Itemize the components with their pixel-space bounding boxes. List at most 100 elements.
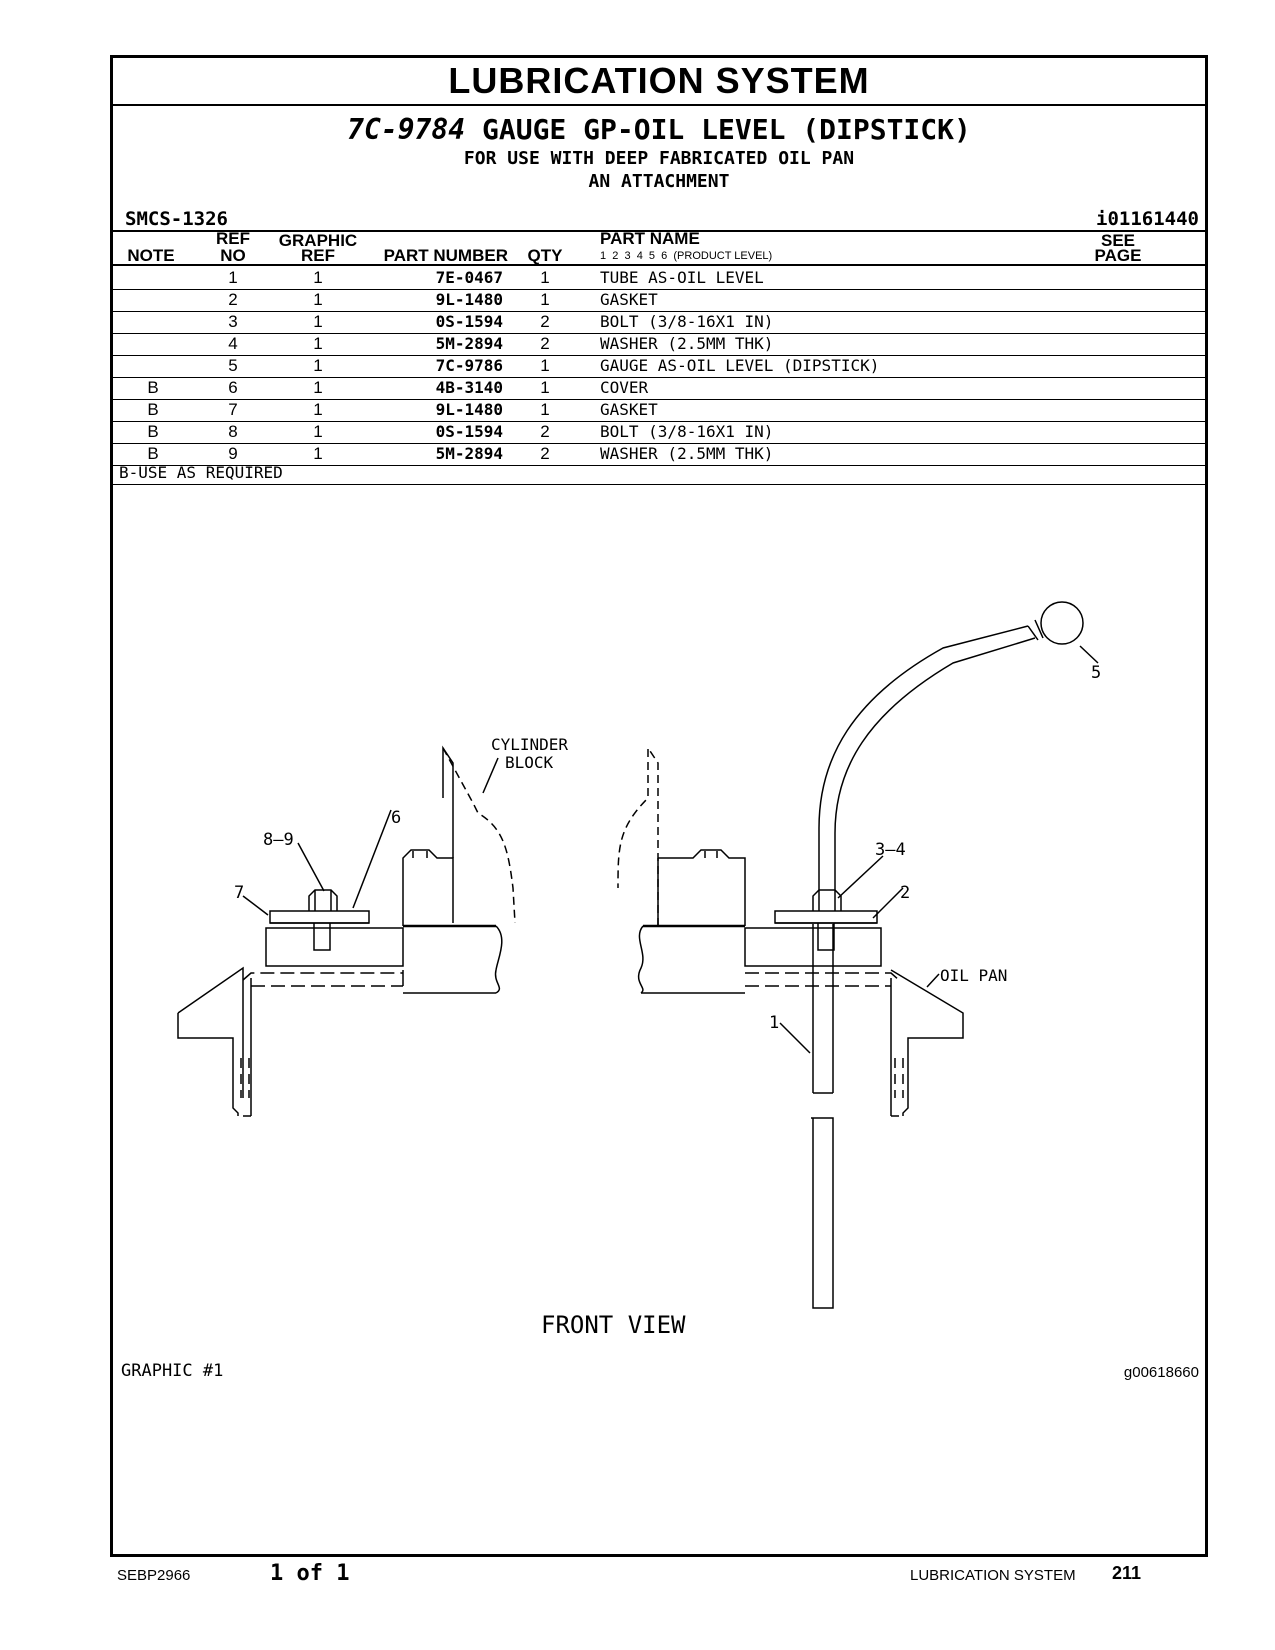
cell-graphic: 1: [313, 334, 323, 353]
dipstick-tube: [812, 924, 834, 1094]
header-ref-2: NO: [220, 246, 246, 265]
callout-1: 1: [769, 1013, 779, 1033]
left-cylinder-block: [402, 849, 454, 926]
callout-5: 5: [1091, 663, 1101, 683]
footer-page-of: 1 of 1: [270, 1561, 350, 1586]
cell-qty: 1: [540, 400, 550, 419]
left-cover-plate: [265, 927, 404, 967]
cell-graphic: 1: [313, 400, 323, 419]
cell-name: COVER: [600, 378, 649, 397]
illustration-id: i01161440: [1096, 208, 1199, 230]
cell-qty: 2: [540, 312, 550, 331]
cell-qty: 1: [540, 268, 550, 287]
table-top-rule: [113, 230, 1205, 232]
table-row: B 8 1 0S-1594 2 BOLT (3/8-16X1 IN): [113, 420, 1205, 444]
cell-ref: 6: [228, 378, 238, 397]
cell-part: 7C-9786: [435, 356, 503, 375]
right-cylinder-block: [617, 745, 659, 926]
left-bolt-head: [308, 889, 338, 911]
cell-qty: 2: [540, 444, 550, 463]
callout-6: 6: [391, 808, 401, 828]
callout-2: 2: [900, 883, 910, 903]
table-row: 5 1 7C-9786 1 GAUGE AS-OIL LEVEL (DIPSTICK): [113, 354, 1205, 378]
cell-note: B: [147, 400, 159, 419]
smcs-code: SMCS-1326: [125, 208, 228, 230]
cell-name: GASKET: [600, 400, 658, 419]
cell-qty: 1: [540, 356, 550, 375]
cell-qty: 2: [540, 334, 550, 353]
cell-part: 7E-0467: [435, 268, 503, 287]
header-see-2: PAGE: [1094, 246, 1142, 265]
cell-name: GAUGE AS-OIL LEVEL (DIPSTICK): [600, 356, 880, 375]
cell-part: 9L-1480: [435, 290, 503, 309]
left-oil-pan-flange: [177, 966, 244, 1098]
cell-name: TUBE AS-OIL LEVEL: [600, 268, 764, 287]
right-gasket: [774, 910, 878, 924]
header-qty: QTY: [527, 246, 563, 265]
cell-graphic: 1: [313, 290, 323, 309]
dipstick-handle: [1040, 601, 1084, 645]
part-title: 7C-9784 GAUGE GP-OIL LEVEL (DIPSTICK): [113, 113, 1205, 147]
table-header-rule: [113, 264, 1205, 266]
graphic-label: GRAPHIC #1: [121, 1361, 224, 1381]
cell-part: 9L-1480: [435, 400, 503, 419]
cell-graphic: 1: [313, 422, 323, 441]
label-cylinder-2: BLOCK: [505, 753, 554, 772]
table-note: B-USE AS REQUIRED: [119, 463, 283, 482]
footer-page-number: 211: [1112, 1563, 1142, 1583]
table-row: B 6 1 4B-3140 1 COVER: [113, 376, 1205, 400]
cell-ref: 5: [228, 356, 238, 375]
subtitle-attachment: AN ATTACHMENT: [588, 171, 730, 192]
header-product-level: 1 2 3 4 5 6 (PRODUCT LEVEL): [600, 250, 773, 262]
cell-ref: 8: [228, 422, 238, 441]
cell-qty: 1: [540, 378, 550, 397]
header-note: NOTE: [127, 246, 175, 265]
header-see-1: SEE: [1100, 231, 1136, 250]
header-ref-1: REF: [216, 229, 250, 248]
header-graphic-2: REF: [301, 246, 335, 265]
part-number-title: 7C-9784: [347, 113, 466, 146]
cell-name: WASHER (2.5MM THK): [600, 334, 774, 353]
section-title: LUBRICATION SYSTEM: [113, 58, 1205, 106]
footer-section: LUBRICATION SYSTEM: [910, 1567, 1076, 1584]
cell-graphic: 1: [313, 356, 323, 375]
cell-ref: 7: [228, 400, 238, 419]
callout-8-9: 8–9: [263, 830, 294, 850]
cell-qty: 1: [540, 290, 550, 309]
label-oil-pan: OIL PAN: [940, 966, 1007, 985]
cell-graphic: 1: [313, 312, 323, 331]
table-row: 2 1 9L-1480 1 GASKET: [113, 288, 1205, 312]
graphic-id: g00618660: [1123, 1364, 1199, 1381]
page-frame: LUBRICATION SYSTEM 7C-9784 GAUGE GP-OIL …: [110, 55, 1208, 1557]
cell-name: BOLT (3/8-16X1 IN): [600, 422, 774, 441]
cell-graphic: 1: [313, 444, 323, 463]
cell-part: 4B-3140: [435, 378, 503, 397]
cell-graphic: 1: [313, 378, 323, 397]
cell-part: 5M-2894: [435, 444, 503, 463]
cell-name: GASKET: [600, 290, 658, 309]
cell-ref: 3: [228, 312, 238, 331]
right-bolt-head: [812, 889, 842, 911]
header-graphic-1: GRAPHIC: [278, 231, 358, 250]
table-row: B 7 1 9L-1480 1 GASKET: [113, 398, 1205, 422]
subtitle-usage: FOR USE WITH DEEP FABRICATED OIL PAN: [463, 148, 855, 169]
table-bottom-rule: [113, 484, 1205, 485]
cell-note: B: [147, 378, 159, 397]
cell-note: B: [147, 422, 159, 441]
cell-note: B: [147, 444, 159, 463]
footer-doc-id: SEBP2966: [117, 1567, 191, 1584]
callout-7: 7: [234, 883, 244, 903]
header-part-number: PART NUMBER: [383, 246, 508, 265]
dipstick-rod: [818, 625, 1029, 890]
cell-part: 0S-1594: [435, 422, 503, 441]
left-gasket: [269, 910, 370, 924]
cell-qty: 2: [540, 422, 550, 441]
right-cover-plate: [744, 927, 882, 967]
cell-ref: 2: [228, 290, 238, 309]
label-front-view: FRONT VIEW: [541, 1311, 686, 1339]
part-name-title: GAUGE GP-OIL LEVEL (DIPSTICK): [482, 113, 971, 146]
cell-name: BOLT (3/8-16X1 IN): [600, 312, 774, 331]
